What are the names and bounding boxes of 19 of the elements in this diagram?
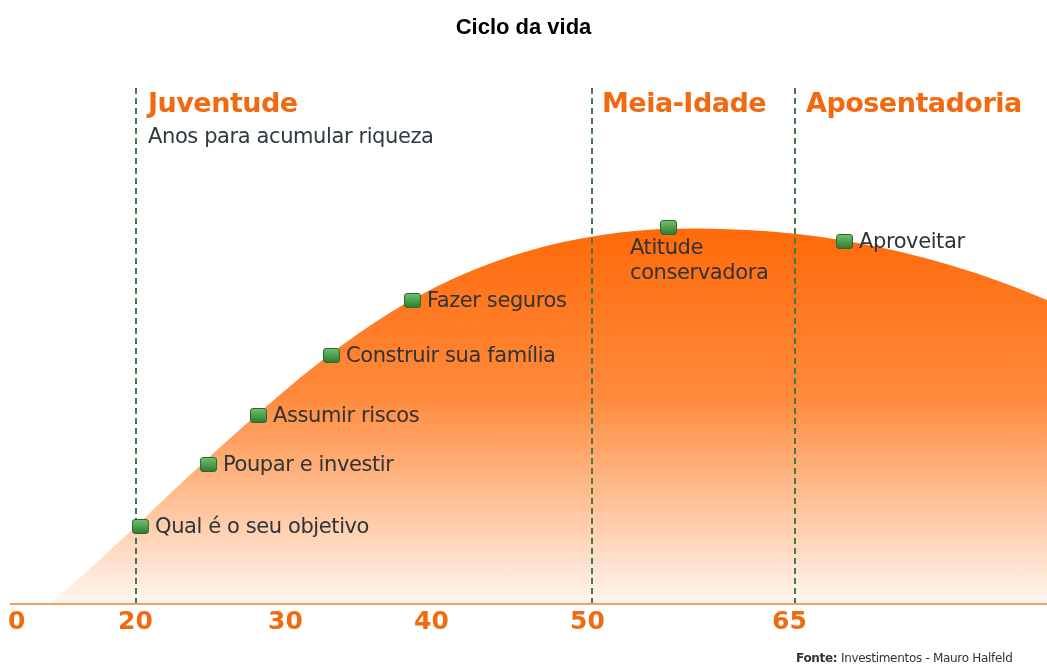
milestone-label: Construir sua família: [346, 343, 556, 369]
phase-heading: Aposentadoria: [806, 87, 1022, 120]
tick-label: 40: [414, 606, 449, 636]
milestone-label: Qual é o seu objetivo: [155, 514, 370, 540]
milestone-label: Aproveitar: [859, 229, 965, 255]
chart-title: Ciclo da vida: [454, 14, 593, 40]
milestone-label: Atitude conservadora: [630, 235, 770, 286]
tick-label: 50: [570, 606, 605, 636]
phase-heading: Juventude: [148, 87, 298, 120]
tick-label: 0: [8, 606, 26, 636]
tick-label: 30: [268, 606, 303, 636]
milestone-label: Assumir riscos: [273, 403, 420, 429]
milestone-label: Fazer seguros: [427, 288, 567, 314]
source-note: Fonte: Investimentos - Mauro Halfeld: [796, 651, 1013, 666]
phase-subtitle: Anos para acumular riqueza: [148, 124, 434, 150]
tick-label: 65: [772, 606, 807, 636]
phase-heading: Meia-Idade: [602, 87, 767, 120]
tick-label: 20: [118, 606, 153, 636]
milestone-label: Poupar e investir: [223, 452, 394, 478]
